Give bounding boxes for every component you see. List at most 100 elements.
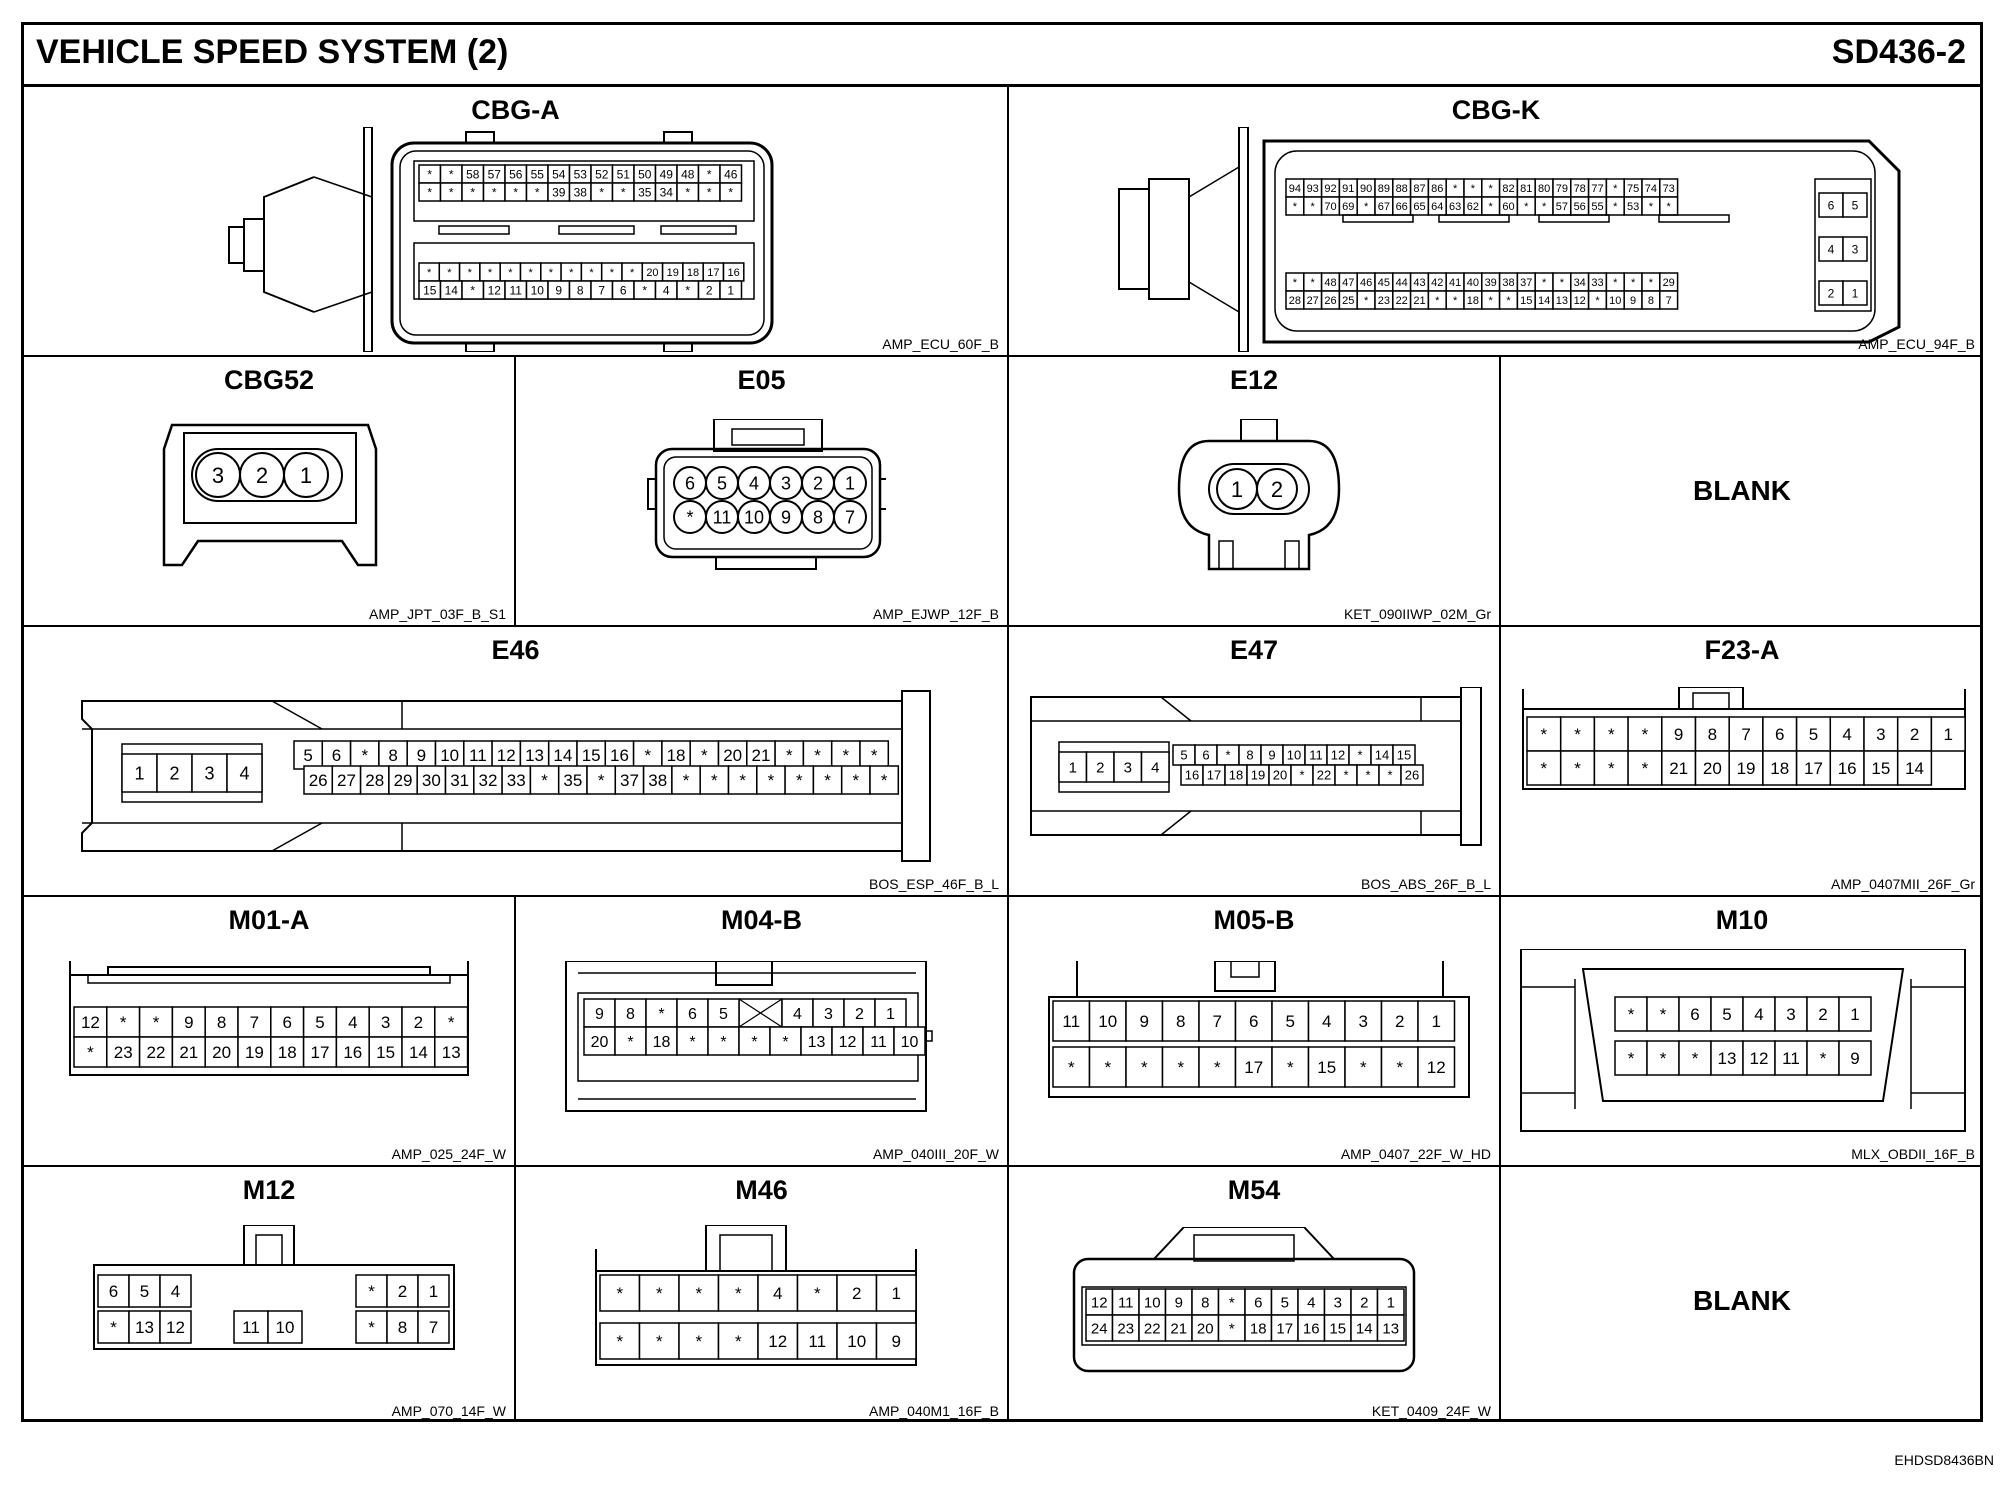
pin-label: 19 [1251,768,1265,783]
pin-label: 4 [1842,725,1851,744]
pin-label: * [448,1013,455,1032]
pin-cell [1646,996,1680,1032]
pin-cell [1659,290,1679,310]
pin-cell [717,740,748,770]
connector-name: M05-B [1213,905,1295,935]
pin-label: * [87,1043,94,1062]
connector-outline [438,225,510,235]
pin-cell [678,1274,720,1312]
pin-label: 70 [1324,201,1336,213]
pin-label: * [1542,277,1547,289]
connector-outline [191,448,343,502]
pin-label: * [120,1013,127,1032]
pin-label: * [1068,1058,1075,1077]
pin-label: 5 [1722,1005,1731,1024]
pin-label: 18 [1467,295,1479,307]
pin-cell [707,998,740,1028]
pin-label: * [1177,1058,1184,1077]
connector-outline [663,131,693,144]
pin-cell [796,1322,838,1360]
pin-label: * [685,283,690,297]
pin-label: * [1628,1049,1635,1068]
pin-cell [1113,751,1143,783]
pin-cell [1829,716,1865,752]
pin-cell [1244,1314,1273,1342]
pin-label: * [751,1034,757,1051]
pin-label: * [720,1034,726,1051]
pin-label: 4 [171,1282,180,1301]
pin-label: 89 [1378,183,1390,195]
connector-outline [1342,214,1414,223]
pin-cell [717,1274,759,1312]
pin-cell [1728,750,1764,786]
connector-outline [1538,214,1610,223]
pin-label: * [1595,295,1600,307]
pin-label: 12 [497,746,516,765]
pin-label: 14 [1538,295,1550,307]
pin-label: 26 [1324,295,1336,307]
pin-cell [1742,1040,1776,1076]
connector-outline [465,131,495,144]
pin-cell [368,1036,403,1068]
connector-outline [1048,996,1470,1098]
pin-label: 11 [1782,1049,1800,1068]
pin-label: 1 [1069,759,1077,776]
pin-cell [1376,1288,1405,1316]
pin-label: 38 [574,185,588,199]
pin-label: 13 [1556,295,1568,307]
pin-label: 6 [1254,1294,1262,1311]
connector-outline [738,998,783,1028]
pin-label: 94 [1289,183,1301,195]
pin-label: 4 [239,763,249,783]
connector-part-number: AMP_JPT_03F_B_S1 [369,606,506,622]
pin-cell [386,1274,419,1308]
pin-cell [97,1310,130,1344]
pin-cell [97,1274,130,1308]
pin-label: 74 [1645,183,1657,195]
pin-label: 3 [1852,242,1859,256]
pin-label: * [1542,201,1547,213]
pin-label: * [689,1034,695,1051]
pin-label: 48 [681,167,695,181]
connector-outline [313,176,373,313]
pin-label: * [1364,201,1369,213]
pin-cell [335,1036,370,1068]
blank-label: BLANK [1693,1285,1791,1316]
pin-label: 45 [1378,277,1390,289]
pin-label: 14 [1905,759,1924,778]
pin-label: 57 [1556,201,1568,213]
pin-cell [1742,996,1776,1032]
pin-label: 8 [217,1013,226,1032]
pin-cell [128,1310,161,1344]
pin-cell [875,1274,917,1312]
connector-outline [901,690,931,862]
pin-label: 2 [398,1282,407,1301]
pin-label: 2 [256,463,268,488]
pin-label: 4 [348,1013,357,1032]
pin-label: 11 [469,746,487,765]
pin-cell [1140,751,1170,783]
pin-label: * [1453,295,1458,307]
pin-label: 12 [1750,1049,1769,1068]
pin-label: 18 [1229,768,1243,783]
pin-label: * [1141,1058,1148,1077]
pin-label: 9 [892,1332,901,1351]
connector-outline [1076,961,1444,997]
pin-label: * [1214,1058,1221,1077]
pin-label: 22 [147,1043,166,1062]
pin-cell [1829,750,1865,786]
pin-label: * [1287,1058,1294,1077]
pin-label: 65 [1413,201,1425,213]
connector-outline [1240,419,1278,442]
pin-cell [1863,716,1899,752]
connector-outline [565,961,927,1112]
pin-label: 4 [1322,1012,1331,1031]
pin-label: * [853,771,860,790]
pin-label: * [470,283,475,297]
pin-label: 12 [1091,1294,1108,1311]
pin-cell [359,765,390,795]
pin-label: 37 [620,771,639,790]
pin-label: 13 [808,1034,826,1051]
